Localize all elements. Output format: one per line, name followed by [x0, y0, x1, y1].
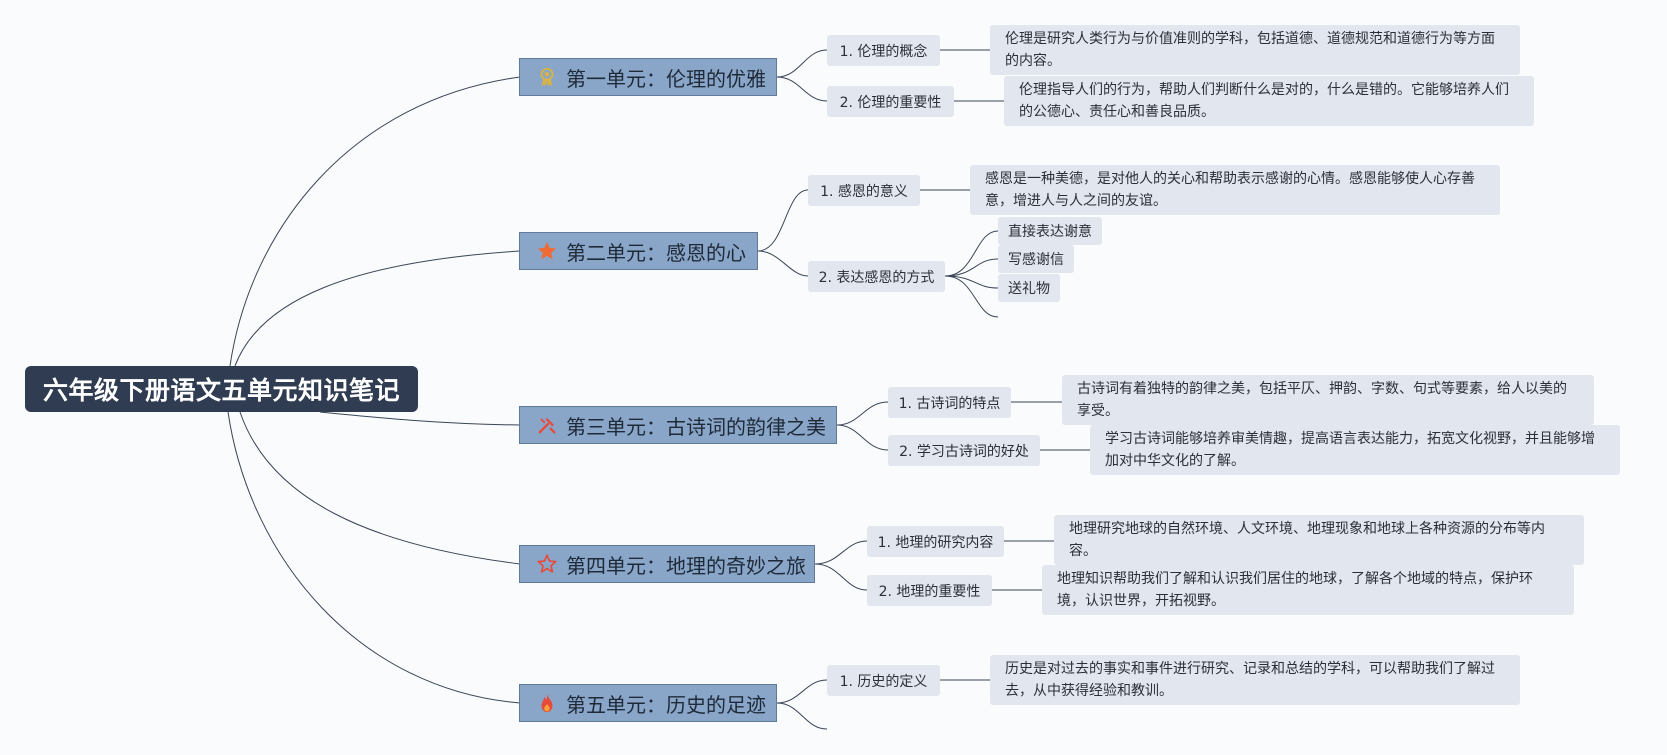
- connector-u2-leaf-3: [944, 275, 999, 289]
- connector-u1-t2: [776, 76, 828, 102]
- connector-root-unit-4: [239, 411, 521, 565]
- connector-u2-t1: [757, 189, 809, 252]
- connector-u5-t1: [776, 679, 828, 704]
- unit-title: 第五单元：历史的足迹: [566, 692, 766, 717]
- connector-u3-t2: [836, 424, 889, 451]
- note-node[interactable]: 学习古诗词能够培养审美情趣，提高语言表达能力，拓宽文化视野，并且能够增加对中华文…: [1090, 425, 1620, 475]
- unit-node-5[interactable]: 第五单元：历史的足迹: [519, 684, 777, 722]
- unit-title: 第二单元：感恩的心: [566, 240, 746, 265]
- topic-node[interactable]: 1. 地理的研究内容: [867, 526, 1004, 557]
- connector-u4-t1: [814, 540, 868, 565]
- topic-node[interactable]: 2. 伦理的重要性: [827, 86, 954, 117]
- connector-root-unit-2: [234, 250, 521, 367]
- unit-title: 第四单元：地理的奇妙之旅: [566, 553, 806, 578]
- topic-node[interactable]: 2. 表达感恩的方式: [808, 261, 945, 292]
- connector-u2-t2: [757, 250, 809, 277]
- connector-u2-leaf-2: [944, 258, 999, 277]
- topic-node[interactable]: 1. 伦理的概念: [827, 35, 940, 66]
- unit-title: 第三单元：古诗词的韵律之美: [566, 414, 826, 439]
- unit-node-1[interactable]: 第一单元：伦理的优雅: [519, 58, 777, 96]
- list-item[interactable]: 写感谢信: [998, 245, 1074, 273]
- note-node[interactable]: 伦理指导人们的行为，帮助人们判断什么是对的，什么是错的。它能够培养人们的公德心、…: [1004, 76, 1534, 126]
- connector-u4-t2: [814, 563, 868, 591]
- unit-node-4[interactable]: 第四单元：地理的奇妙之旅: [519, 545, 815, 583]
- connector-root-unit-3: [319, 411, 521, 426]
- connector-u2-leaf-4: [944, 275, 999, 318]
- star-filled-icon: [534, 238, 560, 264]
- note-node[interactable]: 地理知识帮助我们了解和认识我们居住的地球，了解各个地域的特点，保护环境，认识世界…: [1042, 565, 1574, 615]
- note-node[interactable]: 伦理是研究人类行为与价值准则的学科，包括道德、道德规范和道德行为等方面的内容。: [990, 25, 1520, 75]
- topic-node[interactable]: 1. 历史的定义: [827, 665, 940, 696]
- star-outline-icon: [534, 551, 560, 577]
- unit-title: 第一单元：伦理的优雅: [566, 66, 766, 91]
- note-node[interactable]: 古诗词有着独特的韵律之美，包括平仄、押韵、字数、句式等要素，给人以美的享受。: [1062, 375, 1594, 425]
- note-node[interactable]: 历史是对过去的事实和事件进行研究、记录和总结的学科，可以帮助我们了解过去，从中获…: [990, 655, 1520, 705]
- connector-u1-t1: [776, 49, 828, 78]
- connector-root-unit-5: [227, 411, 521, 704]
- topic-node[interactable]: 2. 学习古诗词的好处: [888, 435, 1040, 466]
- connector-u5-t2: [776, 702, 828, 730]
- connector-u3-t1: [836, 401, 889, 426]
- list-item[interactable]: 直接表达谢意: [998, 217, 1102, 245]
- unit-node-3[interactable]: 第三单元：古诗词的韵律之美: [519, 406, 837, 444]
- topic-node[interactable]: 1. 古诗词的特点: [888, 387, 1011, 418]
- unit-node-2[interactable]: 第二单元：感恩的心: [519, 232, 758, 270]
- root-node[interactable]: 六年级下册语文五单元知识笔记: [25, 366, 418, 412]
- ribbon-badge-icon: [534, 64, 560, 90]
- note-node[interactable]: 感恩是一种美德，是对他人的关心和帮助表示感谢的心情。感恩能够使人心存善意，增进人…: [970, 165, 1500, 215]
- topic-node[interactable]: 1. 感恩的意义: [808, 175, 920, 206]
- connector-u2-leaf-1: [944, 230, 999, 277]
- connector-root-unit-1: [229, 76, 521, 367]
- list-item[interactable]: 送礼物: [998, 274, 1060, 302]
- flame-icon: [534, 690, 560, 716]
- note-node[interactable]: 地理研究地球的自然环境、人文环境、地理现象和地球上各种资源的分布等内容。: [1054, 515, 1584, 565]
- tools-icon: [534, 412, 560, 438]
- topic-node[interactable]: 2. 地理的重要性: [867, 575, 992, 606]
